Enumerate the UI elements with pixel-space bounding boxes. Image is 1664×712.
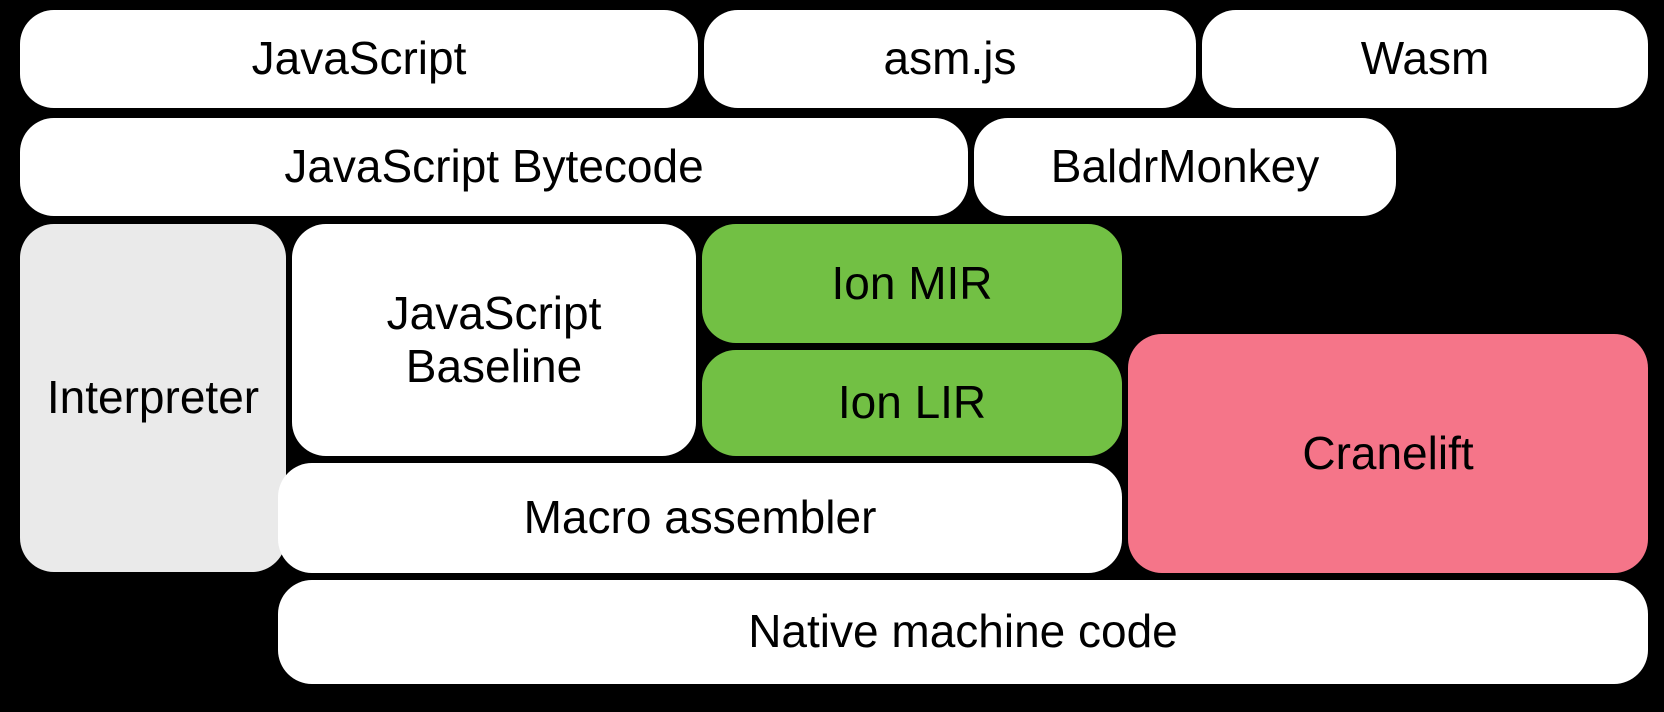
node-ion-mir[interactable]: Ion MIR [702,224,1122,343]
node-macro-assembler[interactable]: Macro assembler [278,463,1122,573]
node-native-machine-code[interactable]: Native machine code [278,580,1648,684]
node-baldrmonkey[interactable]: BaldrMonkey [974,118,1396,216]
node-asmjs[interactable]: asm.js [704,10,1196,108]
node-javascript-bytecode[interactable]: JavaScript Bytecode [20,118,968,216]
node-javascript[interactable]: JavaScript [20,10,698,108]
node-javascript-baseline[interactable]: JavaScript Baseline [292,224,696,456]
node-cranelift[interactable]: Cranelift [1128,334,1648,573]
node-interpreter[interactable]: Interpreter [20,224,286,572]
node-ion-lir[interactable]: Ion LIR [702,350,1122,456]
node-wasm[interactable]: Wasm [1202,10,1648,108]
